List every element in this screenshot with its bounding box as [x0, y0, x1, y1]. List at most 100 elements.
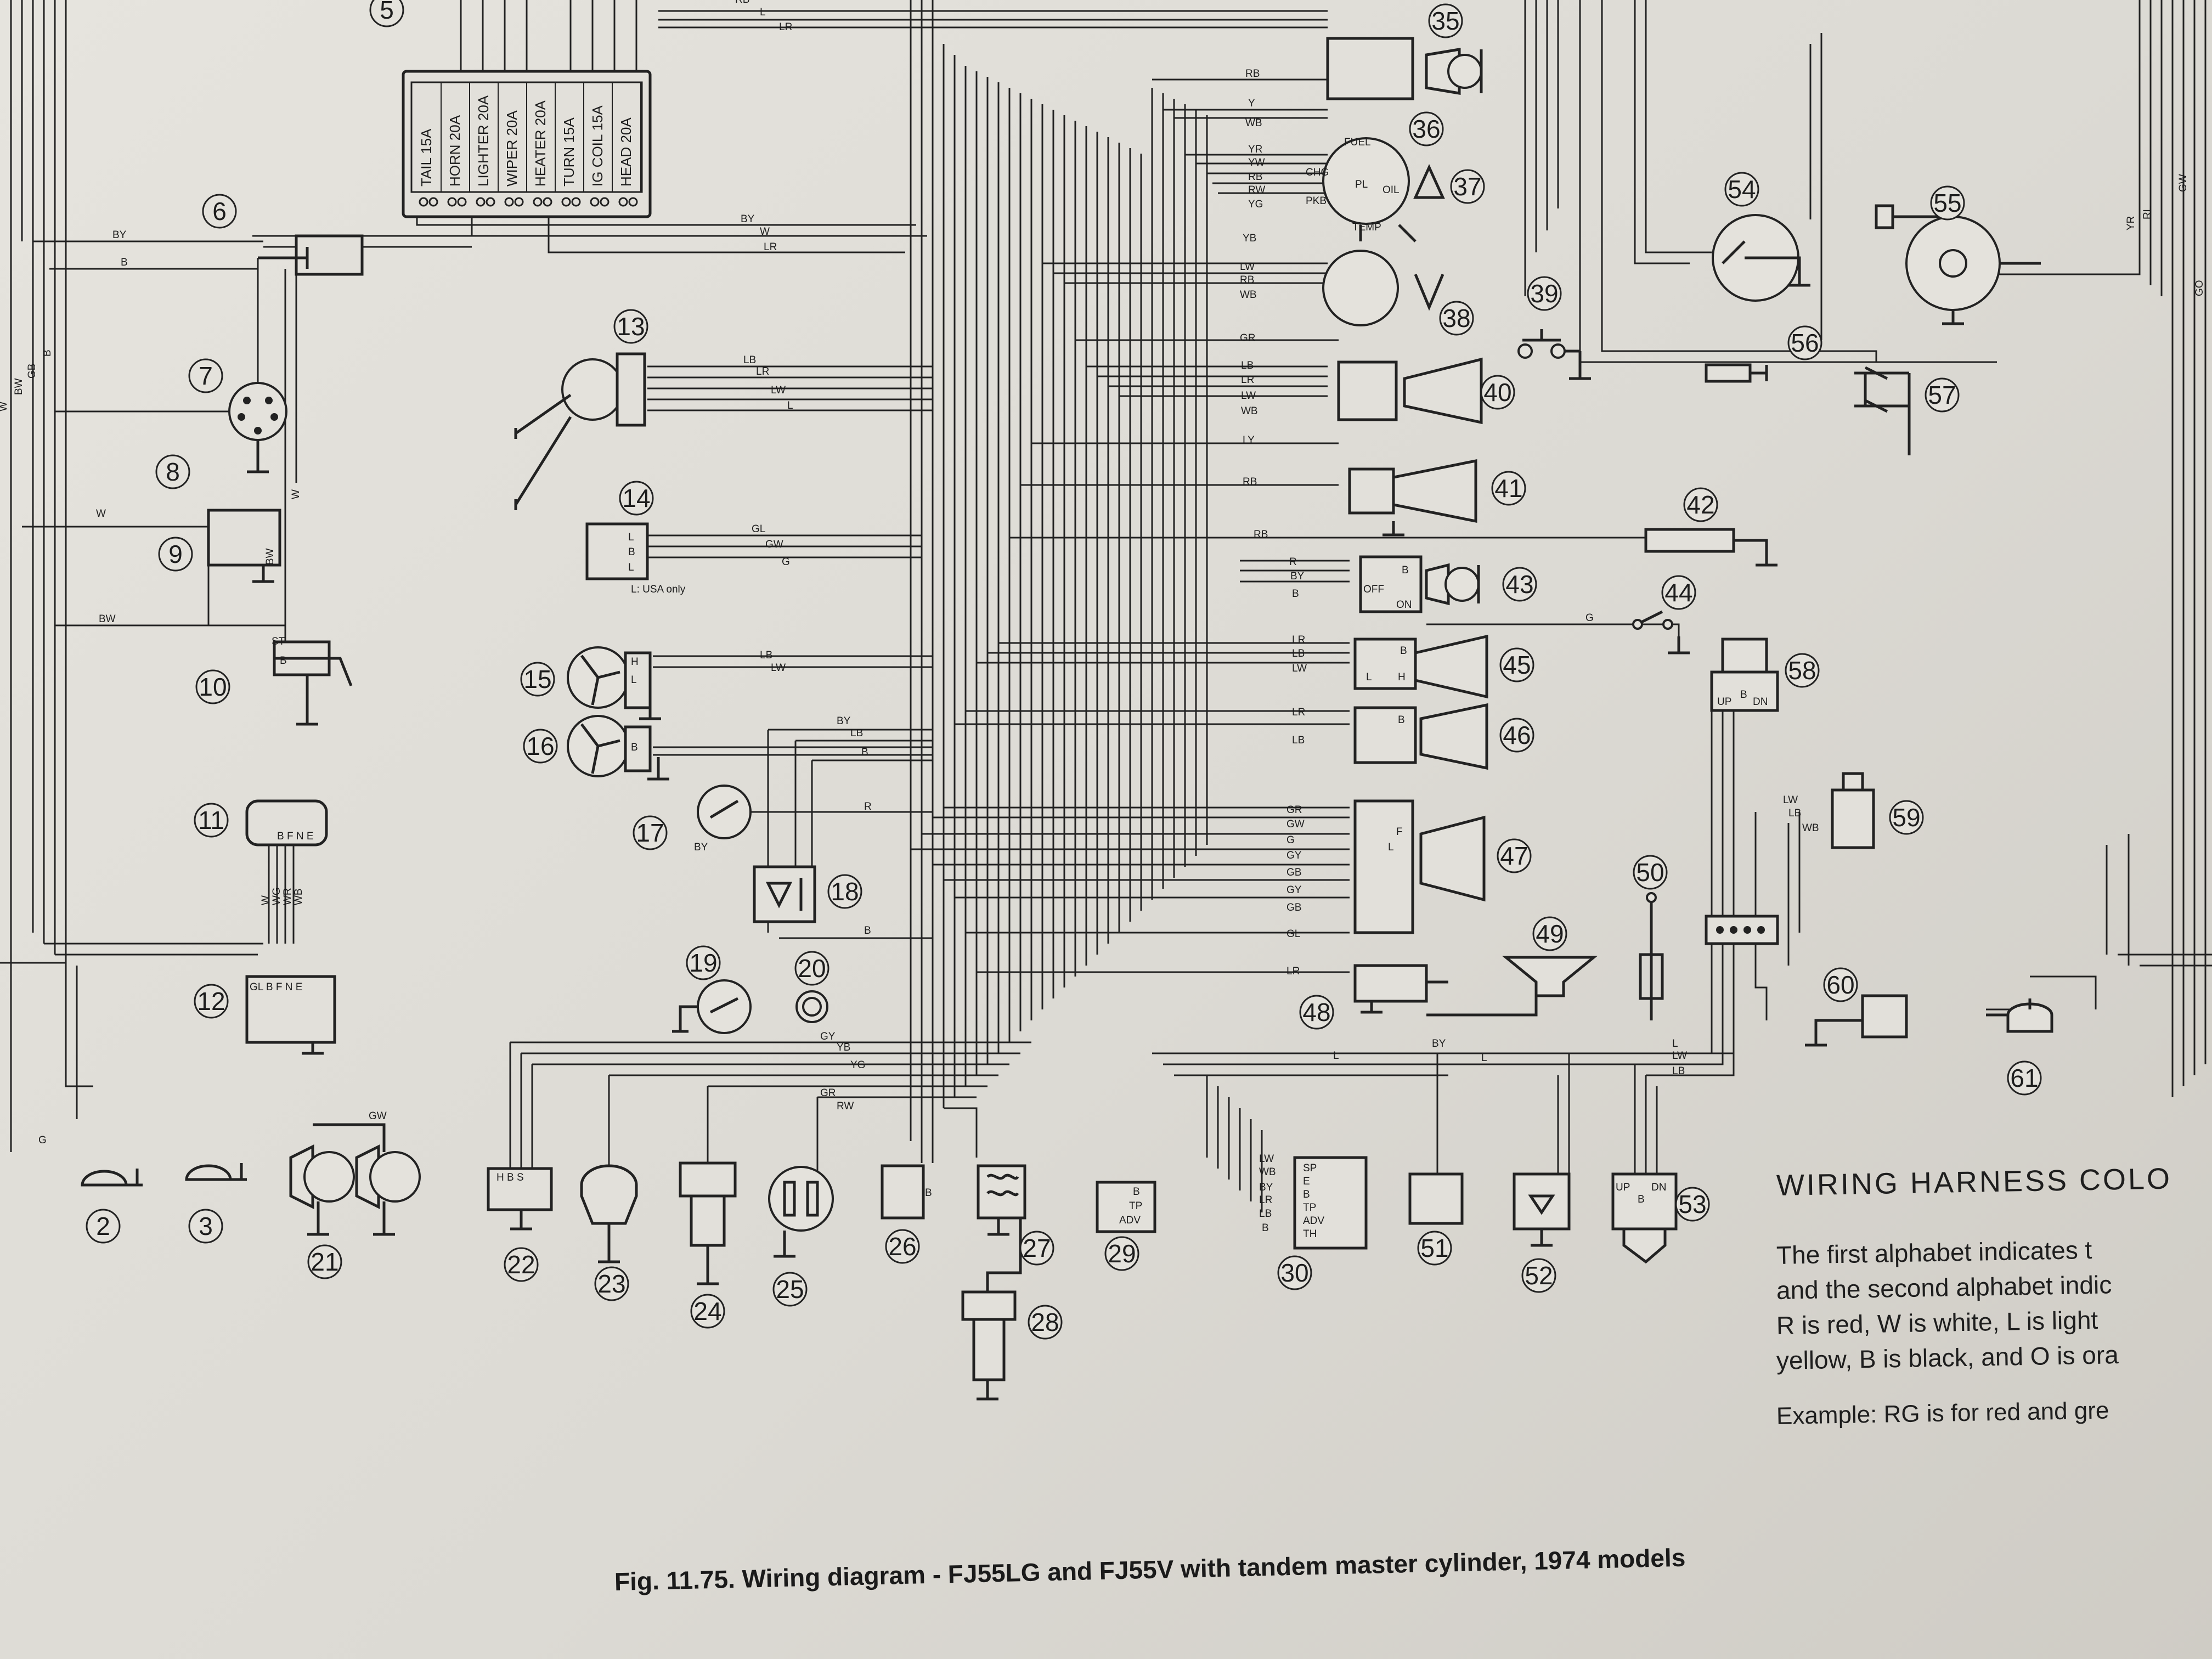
component-number-29: 29 — [1104, 1236, 1139, 1271]
fuse-label: LIGHTER 20A — [475, 95, 492, 187]
fuse-terminal — [618, 197, 628, 207]
wire-color-w22-gy: GY — [820, 1031, 836, 1042]
wire-color-w51-l: L — [1333, 1050, 1339, 1062]
wire-color-fuse-w: W — [760, 226, 770, 238]
number-text: 14 — [622, 484, 650, 512]
component-45-switch — [1353, 634, 1488, 699]
wire-color-w53-l: L — [1672, 1038, 1678, 1049]
pin-30: E — [1303, 1176, 1310, 1187]
wire-color-top-lr: LR — [779, 21, 792, 33]
fuse-terminal — [590, 197, 600, 207]
number-ring — [885, 1229, 920, 1264]
fuse-terminal — [600, 197, 610, 207]
component-13-wiper — [514, 352, 646, 510]
pin-58-up: UP — [1717, 696, 1731, 708]
pin-29-adv: ADV — [1119, 1215, 1141, 1226]
component-35-switch — [1326, 37, 1483, 100]
pin-29-tp: TP — [1129, 1200, 1142, 1212]
number-ring — [1527, 276, 1562, 311]
number-text: 3 — [199, 1212, 213, 1240]
wire-color-w48-by: BY — [1432, 1038, 1446, 1049]
component-number-6: 6 — [202, 194, 237, 229]
component-56-sensor — [1705, 363, 1768, 383]
number-ring — [594, 1266, 629, 1301]
component-54-gauge — [1712, 214, 1810, 302]
wire-color-w11-wr: WR — [282, 888, 294, 905]
number-ring — [686, 945, 721, 980]
component-number-59: 59 — [1889, 800, 1924, 835]
wire-color-w25-gr: GR — [820, 1087, 836, 1099]
wire-color-w47-gl: GL — [1286, 928, 1300, 940]
pin-45-l: L — [1366, 672, 1372, 683]
wire-color-w46-lb: LB — [1292, 735, 1305, 746]
component-number-58: 58 — [1785, 653, 1820, 688]
wire-color-w36-wb: WB — [1245, 117, 1262, 129]
number-ring — [1823, 967, 1858, 1002]
number-ring — [633, 815, 668, 850]
component-47-switch — [1353, 799, 1486, 934]
wire-color-w40-lr: LR — [1241, 374, 1254, 386]
number-text: 55 — [1933, 189, 1961, 217]
fuse-terminal — [561, 197, 571, 207]
pin-15-h: H — [631, 656, 639, 668]
pin-30: ADV — [1303, 1215, 1324, 1227]
wire-color-w13-lb: LB — [743, 354, 756, 366]
component-38-gauge — [1322, 250, 1444, 326]
number-ring — [1409, 111, 1444, 146]
fuse-label: TURN 15A — [561, 117, 577, 187]
number-text: 12 — [197, 987, 225, 1015]
wire-color-w47-gy: GY — [1286, 850, 1302, 861]
number-ring — [1497, 838, 1532, 873]
wire-color-w47-gb: GB — [1286, 867, 1301, 878]
number-text: 29 — [1108, 1239, 1136, 1268]
wire-color-w42-rb: RB — [1254, 529, 1268, 540]
component-number-10: 10 — [195, 669, 230, 704]
component-number-17: 17 — [633, 815, 668, 850]
component-number-19: 19 — [686, 945, 721, 980]
number-ring — [194, 803, 229, 838]
component-46-switch — [1353, 703, 1488, 770]
number-text: 22 — [507, 1250, 535, 1279]
number-ring — [619, 481, 654, 516]
number-ring — [86, 1209, 121, 1244]
number-ring — [1439, 301, 1474, 336]
component-number-18: 18 — [827, 874, 862, 909]
number-ring — [794, 951, 830, 986]
pin-45-b: B — [1400, 645, 1407, 657]
wire-color-w15-lb: LB — [760, 650, 772, 661]
wire-color-w44-g: G — [1585, 612, 1594, 624]
component-number-5: 5 — [369, 0, 404, 27]
fuse-terminal — [543, 197, 552, 207]
wire-color-w37-yr: YR — [1248, 144, 1262, 155]
wire-color-w30-wb: WB — [1259, 1166, 1276, 1178]
component-61-lamp — [1986, 998, 2053, 1033]
number-text: 49 — [1536, 919, 1564, 948]
wire-color-w11-wg: WG — [271, 887, 283, 905]
number-text: 48 — [1302, 998, 1330, 1026]
number-text: 15 — [523, 665, 551, 693]
number-ring — [1532, 916, 1567, 951]
wire-color-w15-lw: LW — [771, 662, 786, 674]
wire-color-w38-lw: LW — [1240, 261, 1255, 273]
wire-color-w47-gb2: GB — [1286, 902, 1301, 913]
number-text: 54 — [1728, 175, 1756, 204]
number-text: 9 — [168, 540, 183, 568]
number-ring — [369, 0, 404, 27]
legend-example: Example: RG is for red and gre — [1776, 1397, 2109, 1430]
number-ring — [1277, 1255, 1312, 1290]
wire-color-w47-g: G — [1286, 834, 1295, 846]
pin-47-l: L — [1388, 842, 1394, 853]
number-ring — [2007, 1060, 2042, 1096]
component-42-box — [1644, 528, 1778, 567]
wire-color-w16-b: B — [861, 747, 868, 758]
component-number-47: 47 — [1497, 838, 1532, 873]
component-12-box — [245, 975, 336, 1055]
number-ring — [1299, 995, 1334, 1030]
fuse-label: IG COIL 15A — [589, 105, 606, 187]
wire-color-w10-bw: BW — [99, 613, 116, 625]
component-number-2: 2 — [86, 1209, 121, 1244]
number-ring — [1019, 1231, 1054, 1266]
component-29-box — [1096, 1181, 1156, 1233]
component-41-switch — [1348, 459, 1477, 537]
pin-43-on: ON — [1396, 599, 1412, 611]
